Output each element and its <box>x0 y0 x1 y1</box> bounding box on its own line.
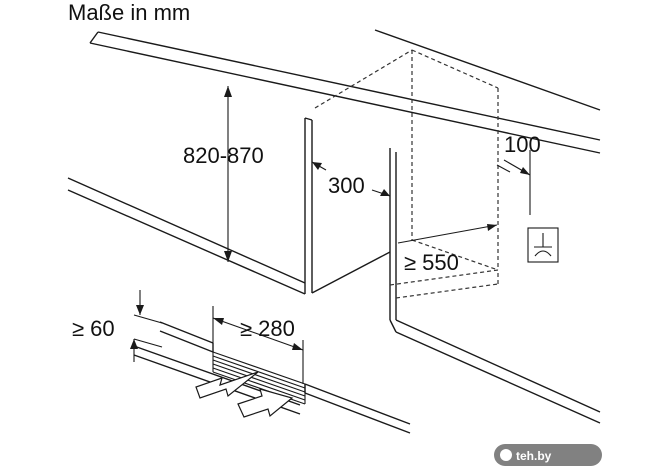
height-dimension <box>224 86 232 262</box>
depth-small-label: 300 <box>328 173 365 198</box>
clearance-label: 100 <box>504 132 541 157</box>
right-cabinet <box>389 148 601 424</box>
vent-width-label: ≥ 280 <box>240 316 295 341</box>
watermark-text: teh.by <box>516 449 552 463</box>
watermark-logo: teh.by <box>494 444 602 466</box>
power-socket-icon <box>527 227 559 263</box>
vent-height-label: ≥ 60 <box>72 316 115 341</box>
diagram-title: Maße in mm <box>68 0 190 25</box>
airflow-in-icon <box>237 388 294 418</box>
niche-outline <box>314 49 499 299</box>
airflow-out-icon <box>195 371 259 399</box>
left-cabinet <box>67 117 391 295</box>
vent-height-dimension <box>130 290 163 362</box>
clearance-dimension <box>496 150 531 215</box>
height-label: 820-870 <box>183 143 264 168</box>
depth-dimension <box>397 224 498 244</box>
depth-small-dimension <box>311 161 391 197</box>
depth-label: ≥ 550 <box>404 250 459 275</box>
vent-width-dimension <box>212 306 304 384</box>
worktop <box>89 29 601 154</box>
